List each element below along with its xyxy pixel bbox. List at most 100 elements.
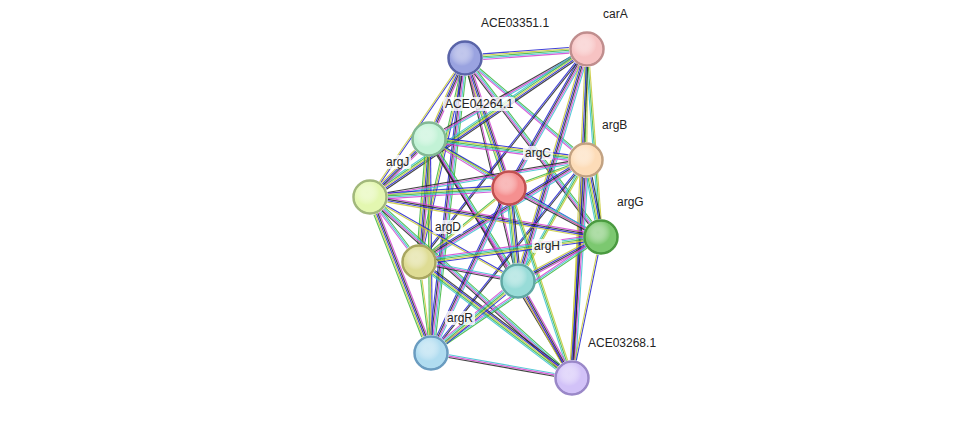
evidence-line [384, 153, 417, 186]
evidence-line [529, 296, 565, 362]
node-label: ACE03351.1 [479, 16, 551, 30]
evidence-line [524, 198, 584, 230]
evidence-line [436, 76, 466, 335]
evidence-line [449, 356, 555, 375]
node-circle [401, 244, 437, 280]
node-circle [352, 179, 388, 215]
evidence-line [388, 164, 569, 195]
evidence-line [437, 264, 501, 276]
node-circle [447, 40, 483, 76]
interaction-edge [387, 198, 583, 236]
node-highlight [572, 34, 602, 64]
evidence-line [469, 75, 501, 171]
node-fill [570, 144, 603, 177]
evidence-line [419, 157, 426, 244]
interaction-edge [436, 264, 500, 279]
evidence-line [587, 178, 595, 220]
evidence-line [386, 61, 573, 189]
node-circle [569, 31, 605, 67]
node-fill [502, 265, 535, 298]
node-label: argC [523, 146, 553, 160]
node-label: argD [433, 220, 463, 234]
protein-node: ACE04264.1 [411, 121, 447, 157]
evidence-line [437, 265, 501, 277]
evidence-line [447, 143, 568, 159]
node-highlight [503, 266, 533, 296]
evidence-line [383, 210, 558, 367]
evidence-line [388, 199, 584, 233]
node-fill [585, 221, 618, 254]
evidence-line [436, 237, 582, 257]
evidence-line [433, 200, 495, 251]
evidence-line [508, 206, 514, 263]
interaction-edge [587, 177, 601, 220]
node-fill [415, 337, 448, 370]
evidence-line [526, 297, 562, 363]
evidence-line [447, 248, 587, 344]
evidence-line [446, 294, 505, 343]
interaction-edge [421, 280, 430, 335]
node-fill [413, 123, 446, 156]
evidence-line [383, 152, 416, 185]
node-label: argB [600, 118, 629, 132]
evidence-line [526, 195, 586, 227]
interaction-edge [524, 195, 586, 230]
node-circle [583, 219, 619, 255]
node-fill [354, 181, 387, 214]
node-circle [491, 170, 527, 206]
protein-node: argB [568, 142, 604, 178]
node-label: ACE03268.1 [586, 336, 658, 350]
evidence-line [438, 155, 563, 363]
interaction-edge [382, 207, 560, 367]
evidence-line [449, 355, 555, 374]
evidence-line [388, 192, 491, 199]
node-label: argR [445, 311, 475, 325]
evidence-line [525, 298, 561, 364]
interaction-edge [570, 178, 587, 360]
node-fill [403, 246, 436, 279]
node-circle [413, 335, 449, 371]
protein-node: ACE03351.1 [447, 40, 483, 76]
node-highlight [355, 182, 385, 212]
protein-node: argC [491, 170, 527, 206]
node-label: argJ [384, 155, 411, 169]
evidence-line [381, 150, 414, 183]
evidence-line [483, 50, 569, 56]
evidence-line [444, 291, 503, 340]
interaction-edge [381, 150, 417, 186]
evidence-line [527, 296, 563, 362]
evidence-line [388, 198, 584, 232]
evidence-line [448, 358, 554, 377]
evidence-line [483, 53, 569, 59]
interaction-edge [446, 139, 568, 161]
evidence-line [382, 151, 415, 184]
node-label: ACE04264.1 [443, 97, 515, 111]
node-fill [493, 172, 526, 205]
evidence-line [436, 267, 500, 279]
evidence-line [422, 280, 429, 335]
protein-node: ACE03268.1 [554, 360, 590, 396]
evidence-line [384, 208, 559, 365]
node-highlight [586, 222, 616, 252]
node-highlight [414, 124, 444, 154]
evidence-line [418, 157, 425, 244]
node-fill [556, 362, 589, 395]
node-highlight [404, 247, 434, 277]
node-highlight [416, 338, 446, 368]
node-highlight [450, 43, 480, 73]
evidence-line [388, 191, 491, 198]
evidence-line [385, 207, 560, 364]
node-label: carA [601, 7, 630, 21]
node-highlight [557, 363, 587, 393]
evidence-line [483, 52, 569, 58]
node-fill [571, 33, 604, 66]
protein-node: argH [500, 263, 536, 299]
node-highlight [494, 173, 524, 203]
evidence-line [445, 292, 504, 341]
node-circle [500, 263, 536, 299]
node-fill [449, 42, 482, 75]
protein-node: argG [583, 219, 619, 255]
protein-node: carA [569, 31, 605, 67]
